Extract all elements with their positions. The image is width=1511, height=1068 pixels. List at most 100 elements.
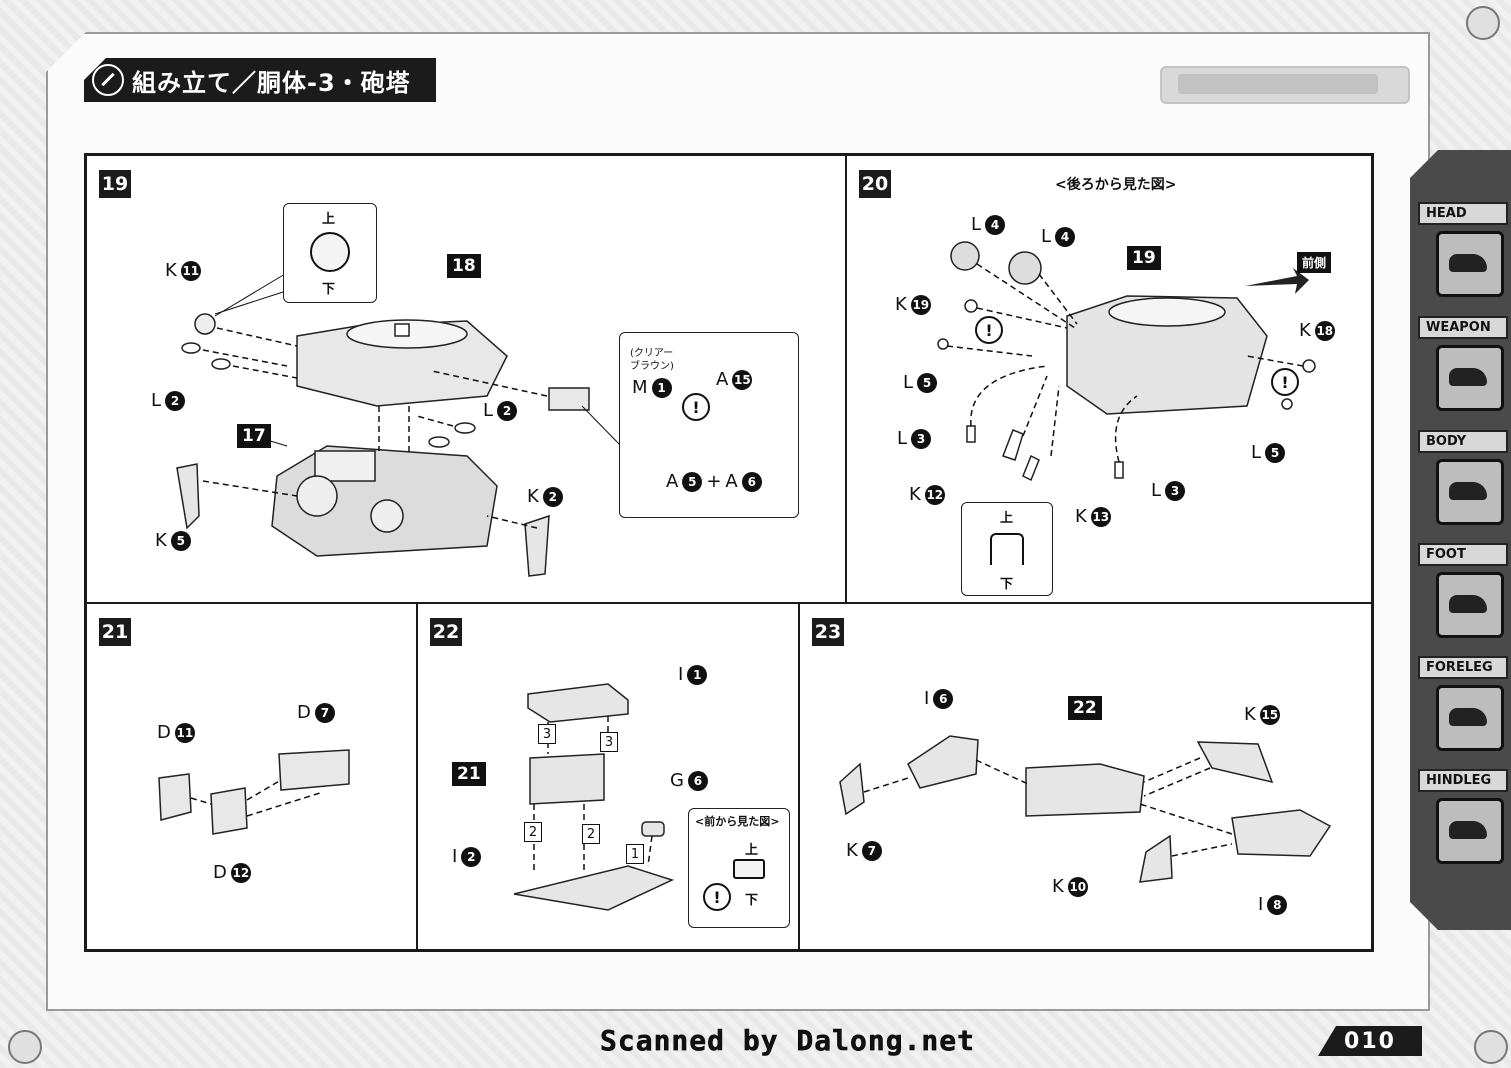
- warning-icon: !: [703, 883, 731, 911]
- warning-icon: !: [1271, 368, 1299, 396]
- step-20-drawing: [937, 241, 1316, 482]
- step-21-drawing: [158, 749, 350, 835]
- page-number: 010: [1318, 1026, 1422, 1056]
- step-number: 20: [859, 170, 891, 198]
- step-23-drawing: [839, 735, 1332, 883]
- sidebar-item-label: HINDLEG: [1418, 769, 1508, 792]
- step-order-number: 3: [538, 724, 556, 744]
- sidebar-item-label: BODY: [1418, 430, 1508, 453]
- step-19-panel: 19: [86, 155, 846, 603]
- sidebar-item-body[interactable]: BODY: [1418, 430, 1508, 525]
- sub-assembly-19: 19: [1127, 246, 1161, 270]
- handle-part-icon: [990, 533, 1024, 565]
- orientation-inset: 上 下: [283, 203, 377, 303]
- step-number: 19: [99, 170, 131, 198]
- part-icon: [733, 859, 765, 879]
- orientation-inset: 上 下: [961, 502, 1053, 596]
- sidebar-item-label: WEAPON: [1418, 316, 1508, 339]
- sub-assembly-18: 18: [447, 254, 481, 278]
- scan-credit: Scanned by Dalong.net: [600, 1024, 976, 1058]
- warning-icon: !: [975, 316, 1003, 344]
- front-view-inset: <前から見た図> 上 ! 下: [688, 808, 790, 928]
- ghost-title-tab: [1160, 66, 1410, 104]
- step-22-drawing: [513, 683, 675, 911]
- body-icon: [1436, 459, 1504, 525]
- sub-assembly-17: 17: [237, 424, 271, 448]
- direction-tag: 前側: [1297, 252, 1332, 273]
- instruction-grid: 19: [84, 153, 1374, 952]
- warning-icon: !: [682, 393, 710, 421]
- foot-icon: [1436, 572, 1504, 638]
- inset-bottom-label: 下: [745, 893, 759, 908]
- step-order-number: 3: [600, 732, 618, 752]
- corner-bolt-icon: [8, 1030, 42, 1064]
- view-caption: <前から見た図>: [695, 815, 780, 828]
- hindleg-icon: [1436, 798, 1504, 864]
- sidebar-item-head[interactable]: HEAD: [1418, 202, 1508, 297]
- sidebar-item-foot[interactable]: FOOT: [1418, 543, 1508, 638]
- view-caption: <後ろから見た図>: [1055, 177, 1177, 193]
- sidebar-item-label: FORELEG: [1418, 656, 1508, 679]
- sub-assembly-22: 22: [1068, 696, 1102, 720]
- sidebar-item-foreleg[interactable]: FORELEG: [1418, 656, 1508, 751]
- weapon-icon: [1436, 345, 1504, 411]
- head-icon: [1436, 231, 1504, 297]
- clear-brown-note: (クリアー ブラウン): [630, 348, 674, 372]
- page-title: 組み立て／胴体-3・砲塔: [132, 68, 411, 97]
- sidebar-item-weapon[interactable]: WEAPON: [1418, 316, 1508, 411]
- sub-assembly-21: 21: [452, 762, 486, 786]
- inset-bottom-label: 下: [322, 282, 336, 297]
- step-number: 21: [99, 618, 131, 646]
- sidebar-item-hindleg[interactable]: HINDLEG: [1418, 769, 1508, 864]
- step-order-number: 2: [524, 822, 542, 842]
- step-number: 22: [430, 618, 462, 646]
- corner-bolt-icon: [1474, 1030, 1508, 1064]
- step-19-drawing: [176, 273, 779, 577]
- step-order-number: 2: [582, 824, 600, 844]
- inset-top-label: 上: [1000, 511, 1014, 526]
- step-20-panel: 20 <後ろから見た図>: [846, 155, 1372, 603]
- step-order-number: 1: [626, 844, 644, 864]
- sidebar-item-label: HEAD: [1418, 202, 1508, 225]
- step-number: 23: [812, 618, 844, 646]
- compass-icon: [92, 64, 124, 96]
- socket-icon: [310, 232, 350, 272]
- sidebar-item-label: FOOT: [1418, 543, 1508, 566]
- inset-top-label: 上: [745, 843, 759, 858]
- page-title-bar: 組み立て／胴体-3・砲塔: [84, 58, 436, 102]
- corner-bolt-icon: [1466, 6, 1500, 40]
